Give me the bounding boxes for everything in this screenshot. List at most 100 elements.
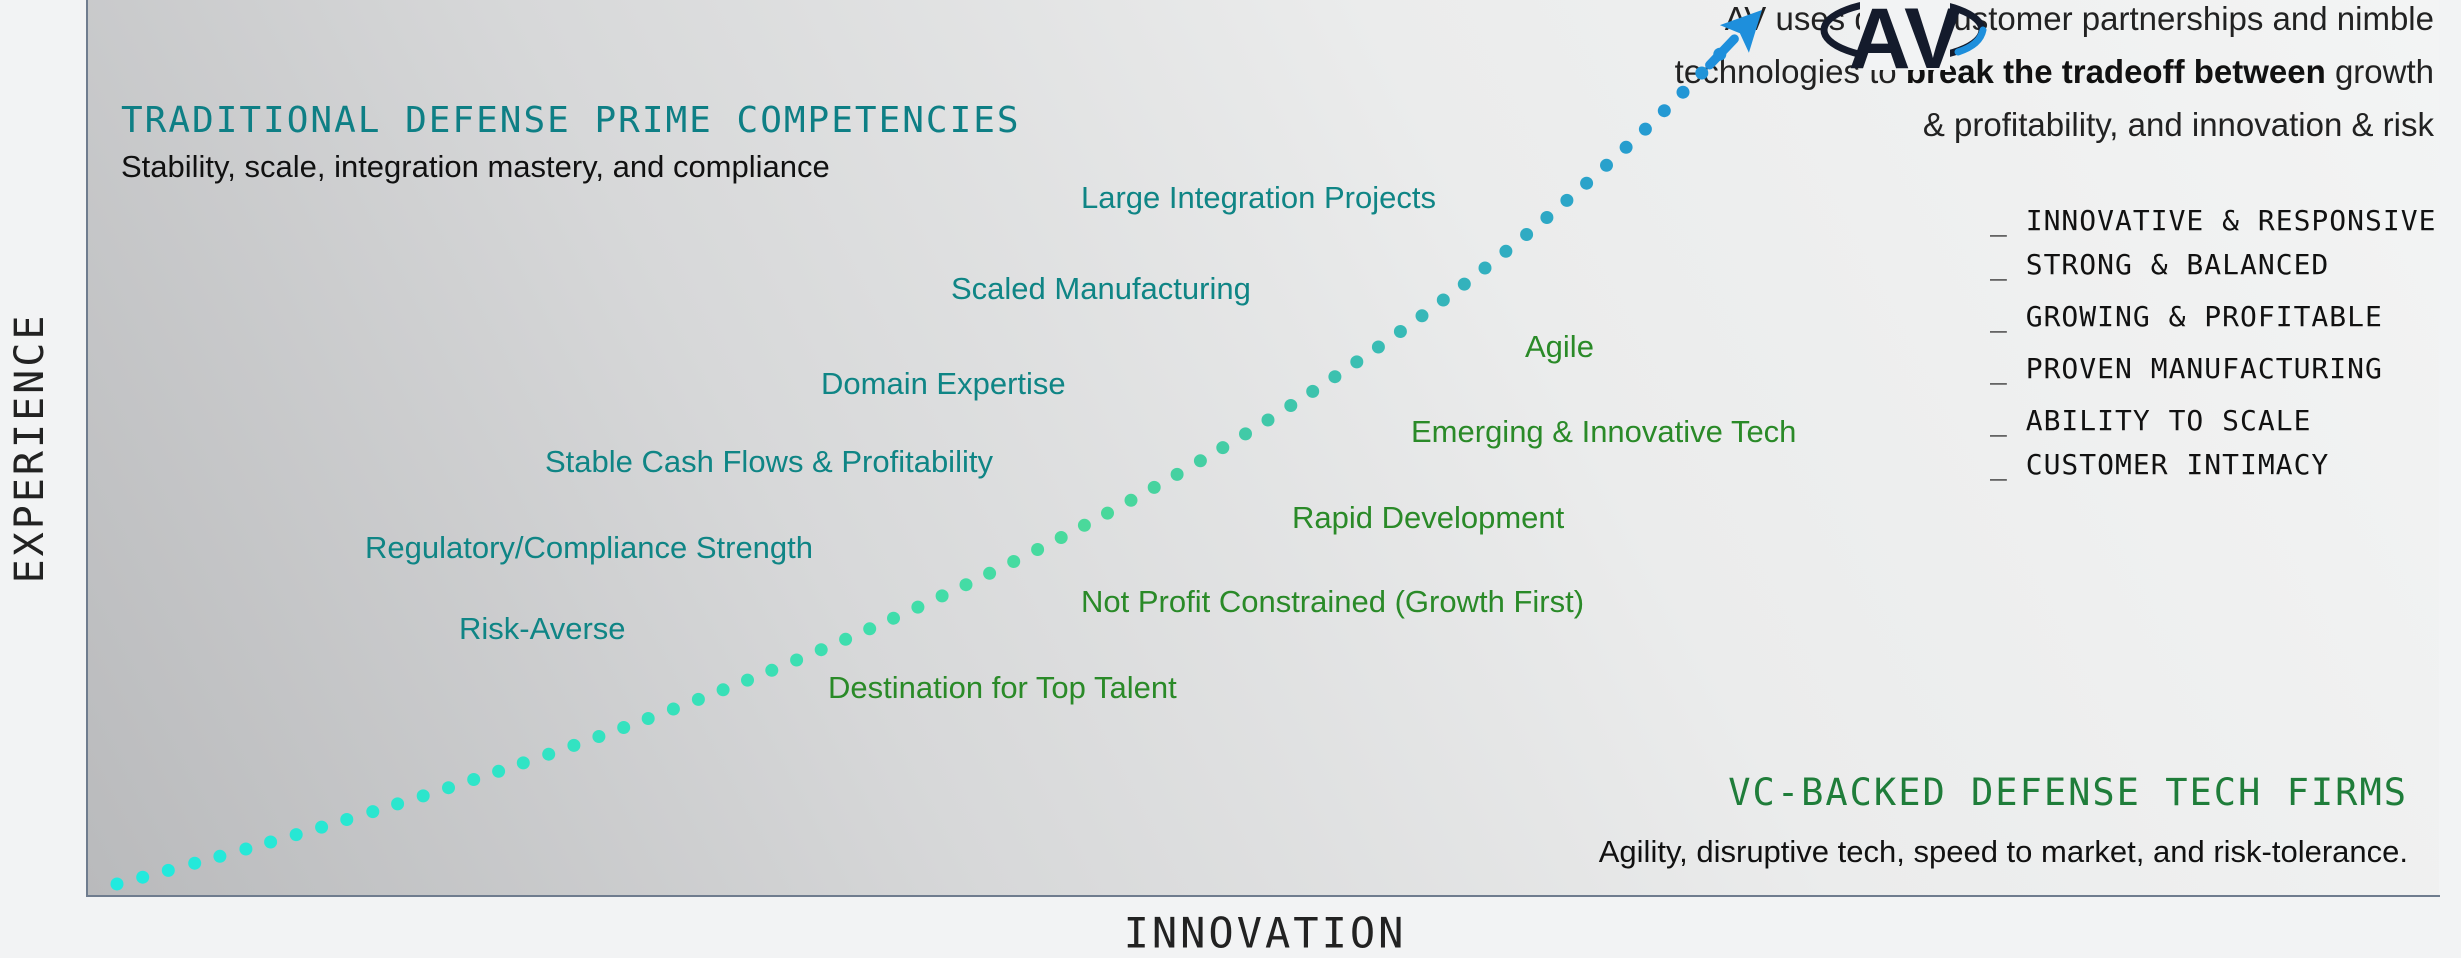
curve-dot	[1239, 427, 1252, 441]
curve-dots	[110, 34, 1739, 891]
curve-dot	[1077, 518, 1091, 532]
plot-area	[87, 0, 2439, 896]
curve-dot	[1638, 122, 1652, 136]
curve-dot	[839, 632, 853, 646]
curve-dot	[264, 835, 278, 849]
curve-dot	[391, 797, 405, 811]
curve-dot	[467, 773, 481, 786]
curve-dot	[136, 870, 150, 884]
traditional-subtitle: Stability, scale, integration mastery, a…	[121, 149, 830, 184]
curve-dot	[765, 663, 779, 677]
curve-dot	[1619, 140, 1633, 154]
curve-dot	[1478, 261, 1492, 275]
av-attribute: _ CUSTOMER INTIMACY	[1990, 448, 2330, 481]
curve-dot	[1261, 413, 1275, 427]
curve-dot	[641, 712, 655, 725]
av-statement: AV uses deep customer partnerships and n…	[1674, 0, 2434, 151]
x-axis-line	[86, 895, 2440, 897]
curve-dot	[814, 643, 828, 657]
av-attribute: _ INNOVATIVE & RESPONSIVE	[1990, 204, 2437, 237]
vc-item-top-talent: Destination for Top Talent	[828, 670, 1177, 705]
curve-dot	[213, 849, 227, 863]
vc-item-emerging-tech: Emerging & Innovative Tech	[1411, 414, 1797, 449]
curve-dot	[161, 863, 175, 877]
curve-dot	[1695, 66, 1709, 80]
traditional-item-domain-expertise: Domain Expertise	[821, 366, 1066, 401]
curve-dot	[1124, 493, 1138, 507]
curve-dot	[1499, 244, 1513, 258]
av-logo-accent	[1954, 26, 1987, 56]
curve-dot	[1216, 441, 1230, 455]
av-logo-mask	[1860, 0, 1950, 70]
vc-subtitle: Agility, disruptive tech, speed to marke…	[1598, 834, 2408, 869]
vc-item-not-profit-constrained: Not Profit Constrained (Growth First)	[1081, 584, 1585, 619]
vc-item-rapid-development: Rapid Development	[1292, 500, 1565, 535]
vc-title: VC-BACKED DEFENSE TECH FIRMS	[1728, 771, 2408, 814]
curve-dot	[1306, 384, 1320, 398]
curve-dot	[1540, 211, 1554, 224]
curve-dot	[110, 877, 124, 891]
curve-dot	[1054, 531, 1068, 544]
traditional-item-stable-cash-flows: Stable Cash Flows & Profitability	[545, 444, 993, 479]
av-attribute: _ STRONG & BALANCED	[1990, 248, 2330, 281]
curve-dot	[1520, 228, 1534, 241]
curve-dot	[592, 730, 606, 743]
curve-dot	[1657, 104, 1671, 118]
curve-dot	[542, 747, 556, 761]
curve-dot	[1393, 325, 1407, 338]
curve-dot	[1284, 399, 1298, 412]
curve-dot	[1457, 277, 1471, 291]
curve-dot	[617, 721, 631, 734]
curve-dot	[741, 673, 754, 687]
arrow-up-right-icon	[1719, 10, 1762, 53]
curve-dot	[1580, 176, 1594, 190]
curve-dot	[1170, 467, 1184, 481]
curve-dot	[1031, 543, 1045, 556]
curve-dot	[935, 589, 949, 603]
curve-dot	[366, 805, 380, 819]
curve-dot	[716, 683, 730, 697]
curve-dot	[289, 828, 303, 842]
curve-dot	[492, 764, 506, 778]
curve-dot	[983, 566, 997, 580]
traditional-title: TRADITIONAL DEFENSE PRIME COMPETENCIES	[121, 100, 1021, 141]
curve-dot	[1436, 293, 1450, 307]
x-axis-label: INNOVATION	[1123, 908, 1407, 958]
av-attribute: _ GROWING & PROFITABLE	[1990, 300, 2383, 333]
curve-dot	[567, 738, 581, 752]
curve-dot	[340, 813, 354, 826]
curve-dot	[1147, 480, 1161, 494]
av-attribute: _ ABILITY TO SCALE	[1990, 404, 2312, 437]
curve-dot	[691, 692, 705, 706]
curve-dot	[1560, 193, 1574, 207]
av-logo: AV	[1820, 0, 1987, 75]
y-axis-line	[86, 0, 88, 897]
curve-dot	[516, 756, 530, 770]
av-statement-part1: AV uses deep customer partnerships and n…	[1674, 0, 2434, 90]
curve-dot	[416, 789, 430, 803]
curve-dot	[315, 820, 329, 834]
curve-dot	[863, 622, 877, 636]
curve-dot	[1350, 355, 1364, 369]
curve-dot	[188, 856, 202, 870]
av-attribute: _ PROVEN MANUFACTURING	[1990, 352, 2383, 385]
traditional-item-large-integration: Large Integration Projects	[1081, 180, 1436, 215]
av-logo-text: AV	[1848, 0, 1961, 75]
curve-arrow-shaft	[1705, 34, 1739, 70]
curve-dot	[911, 600, 925, 614]
curve-dot	[887, 611, 900, 625]
curve-dot	[1676, 85, 1690, 99]
curve-dot	[1415, 309, 1429, 323]
curve-dot	[1101, 506, 1114, 520]
curve-dot	[1371, 340, 1385, 354]
traditional-item-regulatory: Regulatory/Compliance Strength	[365, 530, 814, 565]
av-statement-bold: break the tradeoff between	[1905, 53, 2326, 90]
curve-dot	[239, 842, 253, 856]
av-statement-part2: growth & profitability, and innovation &…	[1922, 53, 2434, 143]
curve-dot	[1600, 158, 1613, 172]
curve-dot	[666, 702, 680, 716]
curve-dot	[1328, 370, 1342, 384]
traditional-item-scaled-manufacturing: Scaled Manufacturing	[951, 271, 1251, 306]
